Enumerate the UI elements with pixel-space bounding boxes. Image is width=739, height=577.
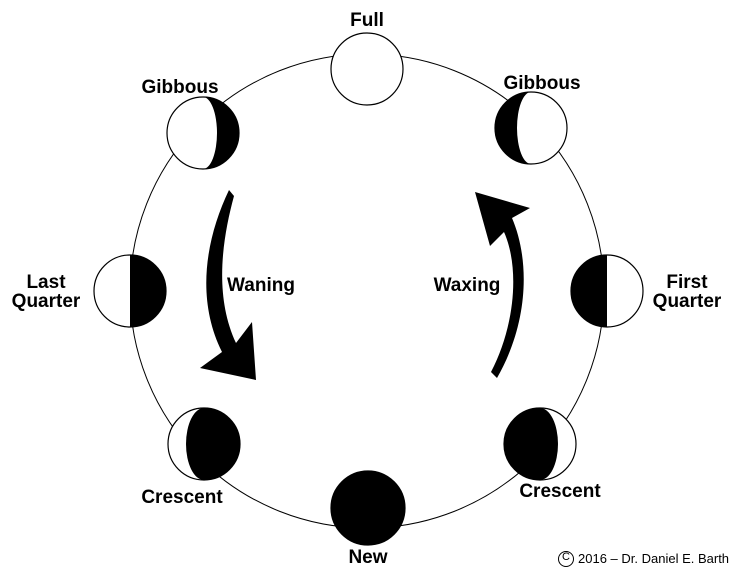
waxing-arrow [475,192,530,378]
moon-first-quarter [570,254,644,328]
moon-waning-gibbous [166,96,240,170]
copyright-symbol: C [562,551,570,563]
label-first-quarter-line1: First [666,272,708,293]
label-last-quarter-line1: Last [26,272,66,293]
label-last-quarter-line2: Quarter [11,291,81,312]
moon-last-quarter [93,254,167,328]
label-waxing: Waxing [433,275,501,296]
label-new: New [348,547,388,568]
label-full: Full [350,10,384,31]
moon-waxing-gibbous [494,91,568,165]
moon-waning-crescent [167,407,241,481]
label-waxing-gibbous: Gibbous [503,73,581,94]
label-first-quarter-line2: Quarter [652,291,722,312]
label-waning: Waning [227,275,295,296]
waning-arrow [200,190,256,380]
moon-full [330,32,404,106]
copyright-text: 2016 – Dr. Daniel E. Barth [578,551,730,566]
label-waning-gibbous: Gibbous [141,77,219,98]
moon-waxing-crescent [503,407,577,481]
label-waxing-crescent: Crescent [519,481,601,502]
label-waning-crescent: Crescent [141,487,223,508]
copyright-circle-icon [558,551,574,567]
moon-new [330,470,406,546]
